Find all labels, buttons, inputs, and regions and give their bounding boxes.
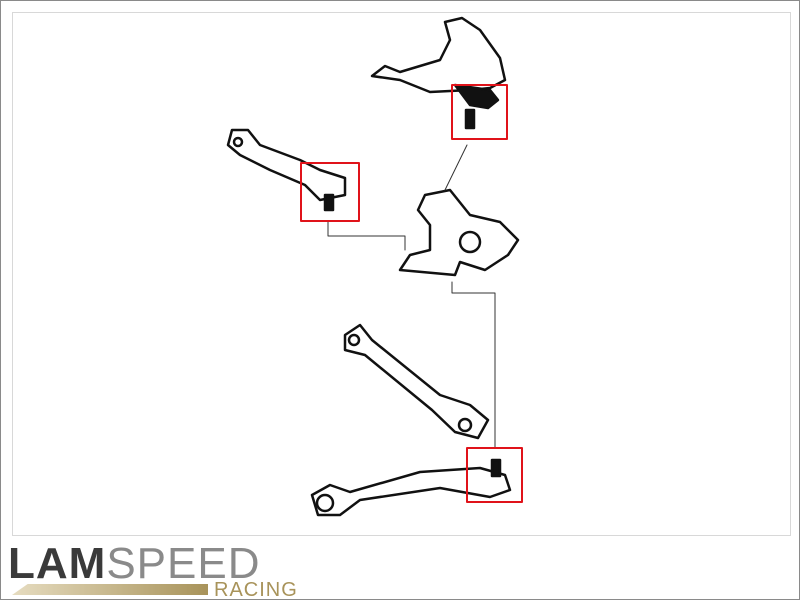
diagram-panel [12,12,791,536]
highlight-upper-ball-joint [451,84,508,140]
ball-joint-highlights [300,84,523,503]
connector-lines [327,144,496,449]
logo-racing: RACING [214,579,298,601]
lamspeed-logo: LAMSPEED RACING [8,539,308,601]
upper-link [226,128,347,212]
tension-rod [343,323,490,440]
logo-brand-light: SPEED [106,539,261,588]
steering-knuckle [398,188,520,277]
upper-control-arm [370,16,507,130]
highlight-link-ball-joint [300,162,360,222]
logo-gold-bar [12,584,208,595]
lower-control-arm [310,458,512,517]
logo-brand-bold: LAM [8,539,107,588]
highlight-lower-ball-joint [466,447,523,503]
